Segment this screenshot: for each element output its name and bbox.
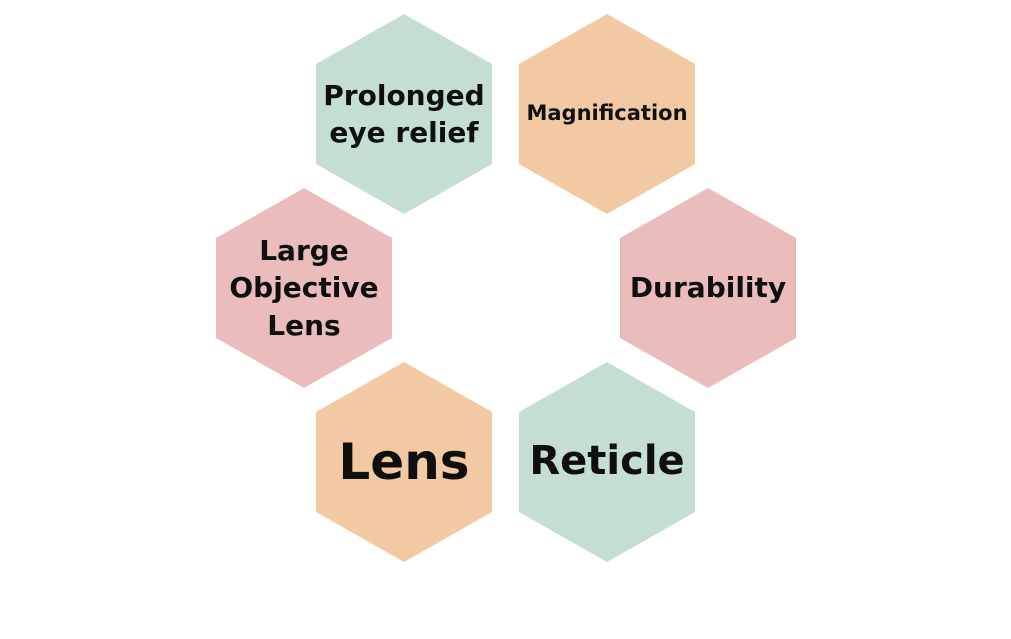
- hexagon-label: Durability: [629, 271, 787, 305]
- hexagon-label: Magnification: [526, 101, 688, 126]
- hexagon-label: Prolonged eye relief: [323, 77, 484, 151]
- label-line: eye relief: [329, 116, 479, 149]
- label-line: Objective: [229, 271, 379, 305]
- label-line: Large: [259, 234, 349, 268]
- label-line: Lens: [267, 308, 341, 342]
- hexagon-label: Lens: [338, 432, 470, 491]
- label-line: Prolonged: [323, 78, 485, 112]
- hexagon-lens: Lens: [316, 362, 492, 562]
- hexagon-label: Reticle: [529, 438, 685, 485]
- hexagon-large-objective-lens: Large Objective Lens: [216, 188, 392, 388]
- hexagon-prolonged-eye-relief: Prolonged eye relief: [316, 14, 492, 214]
- hexagon-durability: Durability: [620, 188, 796, 388]
- hexagon-reticle: Reticle: [519, 362, 695, 562]
- hexagon-magnification: Magnification: [519, 14, 695, 214]
- hexagon-label: Large Objective Lens: [229, 232, 378, 344]
